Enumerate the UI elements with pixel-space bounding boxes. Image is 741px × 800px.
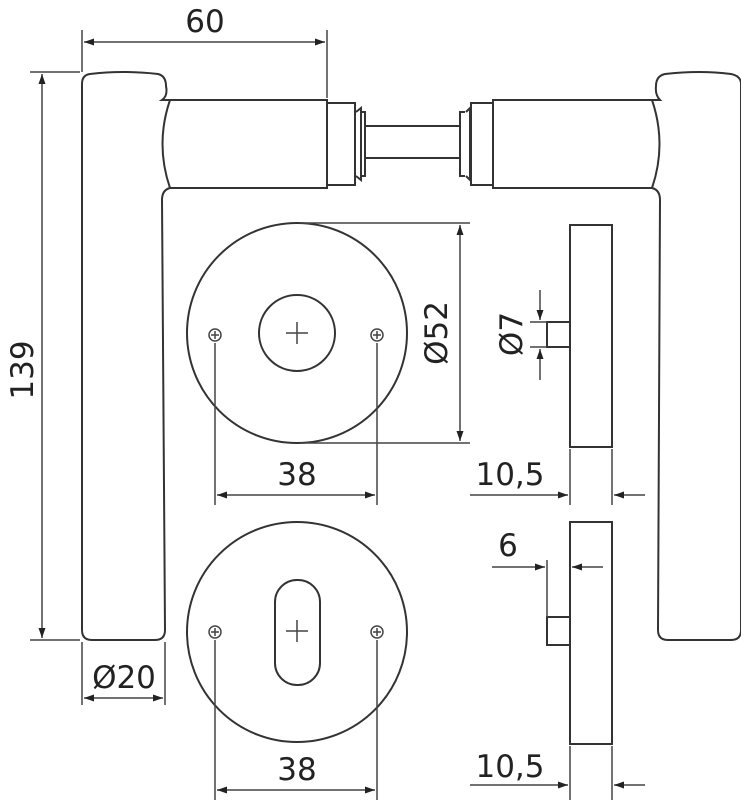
dimension-grip-diameter: Ø20 bbox=[81, 642, 166, 705]
dimension-label: 139 bbox=[5, 340, 41, 399]
dimension-handle-height: 139 bbox=[5, 71, 80, 641]
dimension-label: 38 bbox=[277, 752, 316, 788]
dimension-label: 6 bbox=[498, 528, 518, 564]
spindle bbox=[327, 102, 493, 186]
key-rosette-side-profile: 6 10,5 bbox=[470, 521, 645, 800]
dimension-label: 38 bbox=[277, 457, 316, 493]
dimension-label: 10,5 bbox=[475, 749, 544, 785]
left-handle bbox=[81, 71, 328, 641]
dimension-arm-length: 60 bbox=[81, 4, 328, 98]
key-rosette: 38 bbox=[186, 521, 408, 800]
dimension-label: Ø20 bbox=[92, 660, 156, 696]
dimension-label: Ø52 bbox=[419, 301, 455, 365]
dimension-label: 10,5 bbox=[475, 457, 544, 493]
right-handle bbox=[492, 71, 741, 641]
door-rosette: 38 Ø52 bbox=[186, 222, 470, 505]
rosette-side-profile: Ø7 10,5 bbox=[470, 224, 645, 505]
dimension-label: Ø7 bbox=[494, 312, 530, 356]
dimension-label: 60 bbox=[185, 4, 224, 40]
